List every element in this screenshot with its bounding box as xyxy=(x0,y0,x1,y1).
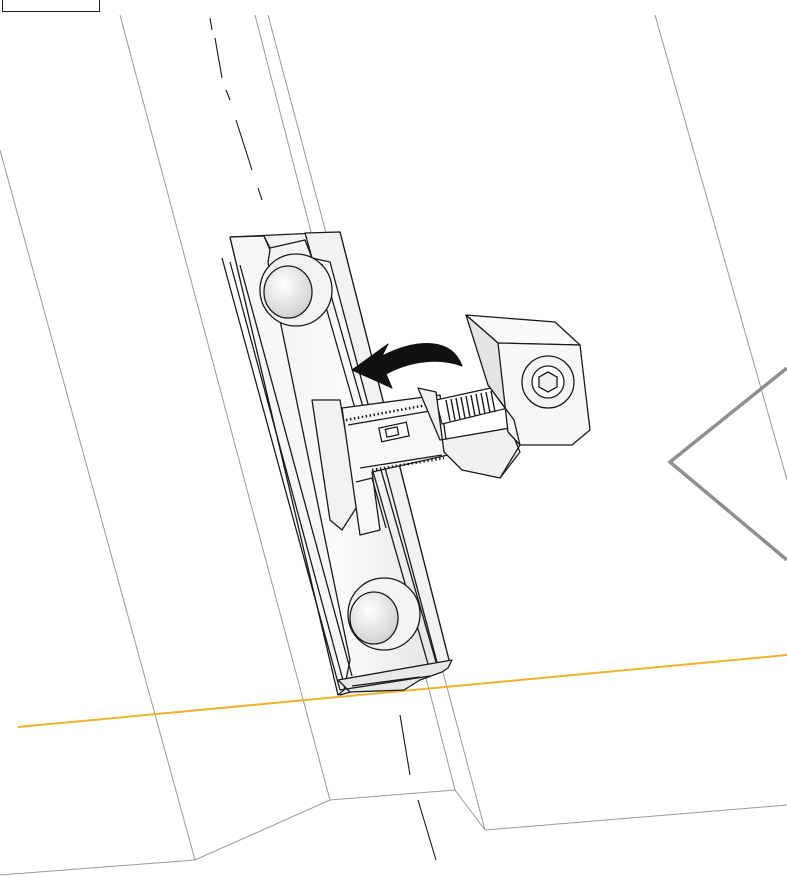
side-marker xyxy=(667,366,787,562)
rotation-arrow xyxy=(351,343,463,389)
clip-tab xyxy=(378,421,410,443)
alignment-line xyxy=(17,654,787,728)
corner-frame xyxy=(2,0,100,12)
clamp-bracket xyxy=(311,394,449,536)
rail-bolt-top xyxy=(259,253,333,327)
hex-socket-bolt xyxy=(521,355,575,409)
rail-bolt-bottom xyxy=(347,577,421,651)
serrated-edge xyxy=(345,402,445,472)
center-guide-line xyxy=(209,17,437,861)
